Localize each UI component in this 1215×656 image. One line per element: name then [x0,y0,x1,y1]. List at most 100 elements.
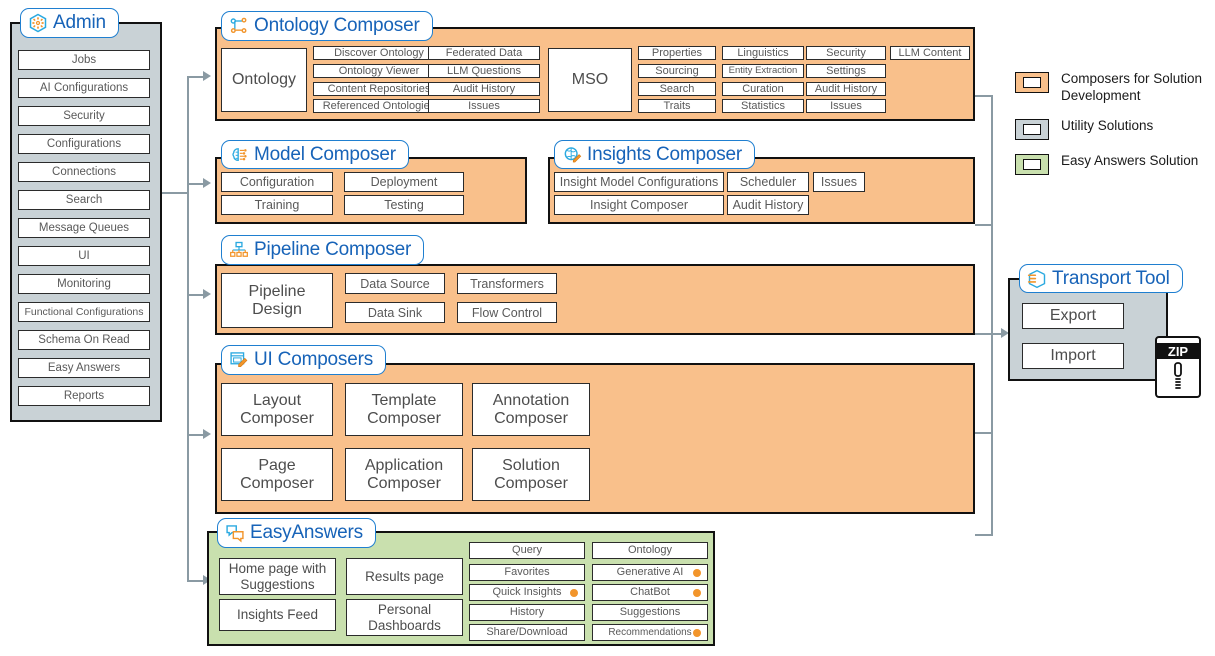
arrow-transport-tool [1001,328,1009,338]
ea-item-results-page[interactable]: Results page [346,558,463,595]
sidebar-item-search[interactable]: Search [18,190,150,210]
ui-item-page-composer[interactable]: Page Composer [221,448,333,501]
model-item-training[interactable]: Training [221,195,333,215]
ea-item-personal-dashboards[interactable]: Personal Dashboards [346,599,463,636]
ea-chatbot-label: ChatBot [630,586,670,599]
sidebar-item-functional-configurations[interactable]: Functional Configurations [18,302,150,322]
insights-item-insight-composer[interactable]: Insight Composer [554,195,724,215]
ui-item-annotation-composer[interactable]: Annotation Composer [472,383,590,436]
transport-box-icon [1027,269,1047,289]
transport-item-import[interactable]: Import [1022,343,1124,369]
ea-item-suggestions[interactable]: Suggestions [592,604,708,621]
ui-item-application-composer[interactable]: Application Composer [345,448,463,501]
ontology-item-content-repositories[interactable]: Content Repositories [313,82,445,96]
legend-item-utility: Utility Solutions [1015,117,1215,140]
mso-item-settings[interactable]: Settings [806,64,886,78]
pipeline-item-data-sink[interactable]: Data Sink [345,302,445,323]
model-item-deployment[interactable]: Deployment [344,172,464,192]
pipeline-item-flow-control[interactable]: Flow Control [457,302,557,323]
connector-right-branch-3 [975,333,993,335]
ui-item-template-composer[interactable]: Template Composer [345,383,463,436]
pipeline-composer-title-badge: Pipeline Composer [221,235,425,265]
mso-item-entity-extraction[interactable]: Entity Extraction [722,64,804,78]
ea-item-favorites[interactable]: Favorites [469,564,585,581]
arrow-ontology [203,71,211,81]
ontology-item-llm-questions[interactable]: LLM Questions [428,64,540,78]
mso-item-llm-content[interactable]: LLM Content [890,46,970,60]
sidebar-item-message-queues[interactable]: Message Queues [18,218,150,238]
sidebar-item-reports[interactable]: Reports [18,386,150,406]
ui-item-solution-composer[interactable]: Solution Composer [472,448,590,501]
pipeline-item-data-source[interactable]: Data Source [345,273,445,294]
insights-item-insight-model-configurations[interactable]: Insight Model Configurations [554,172,724,192]
gear-hexagon-icon [28,13,48,33]
legend-swatch-orange [1015,72,1049,93]
connector-left-branch-1 [187,76,205,78]
sidebar-item-ui[interactable]: UI [18,246,150,266]
ea-item-quick-insights[interactable]: Quick Insights [469,584,585,601]
mso-item-curation[interactable]: Curation [722,82,804,96]
ea-item-home-page-with-suggestions[interactable]: Home page with Suggestions [219,558,336,595]
ontology-graph-icon [229,16,249,36]
sidebar-item-schema-on-read[interactable]: Schema On Read [18,330,150,350]
sidebar-item-security[interactable]: Security [18,106,150,126]
sidebar-item-ai-configurations[interactable]: AI Configurations [18,78,150,98]
mso-item-sourcing[interactable]: Sourcing [638,64,716,78]
ontology-item-audit-history[interactable]: Audit History [428,82,540,96]
brain-circuit-icon [229,145,249,165]
mso-item-search[interactable]: Search [638,82,716,96]
legend-item-easyanswers: Easy Answers Solution [1015,152,1215,175]
ui-composers-panel [215,363,975,514]
mso-item-issues[interactable]: Issues [806,99,886,113]
insights-item-issues[interactable]: Issues [813,172,865,192]
admin-title-badge: Admin [20,8,119,38]
ontology-item-discover-ontology[interactable]: Discover Ontology [313,46,445,60]
sidebar-item-jobs[interactable]: Jobs [18,50,150,70]
ea-item-query[interactable]: Query [469,542,585,559]
connector-left-branch-2 [187,183,205,185]
ea-item-share-download[interactable]: Share/Download [469,624,585,641]
ontology-composer-title-badge: Ontology Composer [221,11,433,41]
sidebar-item-configurations[interactable]: Configurations [18,134,150,154]
model-composer-title-label: Model Composer [254,143,396,165]
mso-item-security[interactable]: Security [806,46,886,60]
ontology-main-box[interactable]: Ontology [221,48,307,112]
transport-item-export[interactable]: Export [1022,303,1124,329]
pipeline-item-transformers[interactable]: Transformers [457,273,557,294]
pipeline-design-box[interactable]: Pipeline Design [221,273,333,328]
ontology-composer-title-label: Ontology Composer [254,15,420,36]
sidebar-item-monitoring[interactable]: Monitoring [18,274,150,294]
mso-item-linguistics[interactable]: Linguistics [722,46,804,60]
sidebar-item-easy-answers[interactable]: Easy Answers [18,358,150,378]
ontology-item-issues[interactable]: Issues [428,99,540,113]
connector-right-bus [991,95,993,535]
ontology-item-federated-data[interactable]: Federated Data [428,46,540,60]
connector-left-branch-4 [187,434,205,436]
insights-item-scheduler[interactable]: Scheduler [727,172,809,192]
ontology-item-referenced-ontologies[interactable]: Referenced Ontologies [313,99,445,113]
sidebar-item-connections[interactable]: Connections [18,162,150,182]
ontology-item-ontology-viewer[interactable]: Ontology Viewer [313,64,445,78]
mso-item-audit-history[interactable]: Audit History [806,82,886,96]
mso-item-traits[interactable]: Traits [638,99,716,113]
ui-item-layout-composer[interactable]: Layout Composer [221,383,333,436]
ea-recommendations-label: Recommendations [608,626,692,638]
mso-item-properties[interactable]: Properties [638,46,716,60]
status-dot-icon [693,588,701,597]
ea-item-generative-ai[interactable]: Generative AI [592,564,708,581]
window-pencil-icon [229,350,249,370]
ea-item-ontology[interactable]: Ontology [592,542,708,559]
mso-item-statistics[interactable]: Statistics [722,99,804,113]
ea-item-recommendations[interactable]: Recommendations [592,624,708,641]
ea-item-history[interactable]: History [469,604,585,621]
ea-item-insights-feed[interactable]: Insights Feed [219,599,336,631]
arrow-pipeline [203,289,211,299]
model-item-testing[interactable]: Testing [344,195,464,215]
pipeline-hierarchy-icon [229,240,249,260]
ea-item-chatbot[interactable]: ChatBot [592,584,708,601]
insights-item-audit-history[interactable]: Audit History [727,195,809,215]
mso-main-box[interactable]: MSO [548,48,632,112]
pipeline-design-label: Pipeline Design [248,282,306,318]
model-item-configuration[interactable]: Configuration [221,172,333,192]
